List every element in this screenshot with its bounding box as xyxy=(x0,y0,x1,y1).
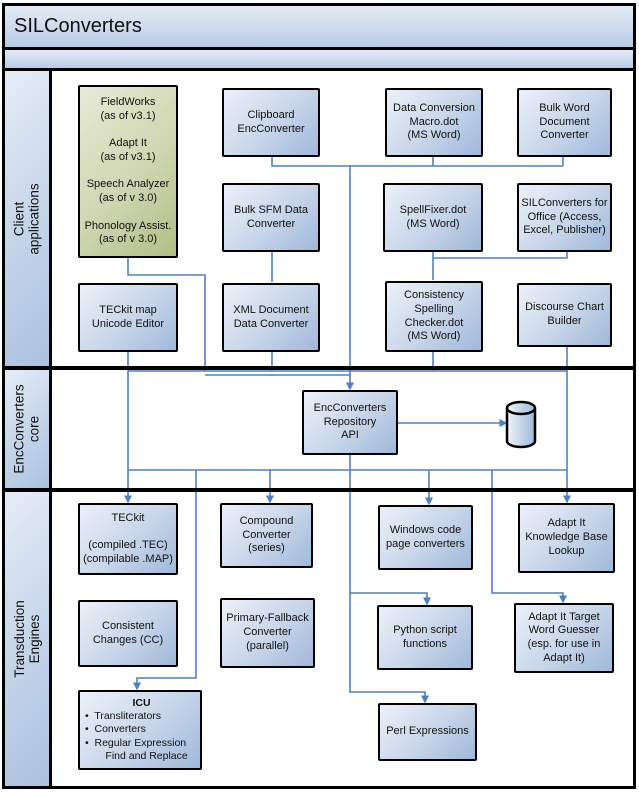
node-label: SILConverters for Office (Access, Excel,… xyxy=(521,196,608,237)
node-silconverters-for-office: SILConverters for Office (Access, Excel,… xyxy=(517,183,612,252)
node-label: Python script functions xyxy=(393,623,457,650)
node-icu: ICU • Transliterators • Converters • Reg… xyxy=(78,690,202,770)
node-data-conversion-macro: Data Conversion Macro.dot (MS Word) xyxy=(385,88,483,157)
section-label-text: Client applications xyxy=(12,183,43,255)
node-teckit-engine: TECkit (compiled .TEC) (compilable .MAP) xyxy=(78,503,178,575)
node-label: Windows code page converters xyxy=(386,523,465,550)
node-adaptit-target-word-guesser: Adapt It Target Word Guesser (esp. for u… xyxy=(514,603,614,673)
section-label-client-applications: Client applications xyxy=(2,68,52,370)
node-primary-fallback-converter: Primary-Fallback Converter (parallel) xyxy=(220,598,315,668)
node-label: Data Conversion Macro.dot (MS Word) xyxy=(393,101,475,142)
node-label: Consistent Changes (CC) xyxy=(92,619,164,646)
node-label: XML Document Data Converter xyxy=(233,303,309,330)
node-consistent-changes: Consistent Changes (CC) xyxy=(78,600,178,667)
section-label-transduction-engines: Transduction Engines xyxy=(2,488,52,789)
node-spellfixer: SpellFixer.dot (MS Word) xyxy=(383,183,483,252)
node-adaptit-knowledge-base-lookup: Adapt It Knowledge Base Lookup xyxy=(518,503,615,573)
node-integrated-client-apps: FieldWorks (as of v3.1) Adapt It (as of … xyxy=(78,85,178,258)
node-label: Compound Converter (series) xyxy=(239,514,294,555)
node-label: Adapt It Target Word Guesser (esp. for u… xyxy=(527,610,601,664)
node-compound-converter: Compound Converter (series) xyxy=(220,503,313,568)
node-label: Consistency Spelling Checker.dot (MS Wor… xyxy=(404,289,464,343)
node-label: FieldWorks (as of v3.1) Adapt It (as of … xyxy=(84,95,172,246)
node-python-script-functions: Python script functions xyxy=(377,605,473,670)
node-perl-expressions: Perl Expressions xyxy=(378,703,477,761)
node-title: ICU xyxy=(132,697,151,710)
section-label-text: EncConverters core xyxy=(12,384,43,474)
node-label: Bulk SFM Data Converter xyxy=(234,203,308,230)
node-encconverters-repository-api: EncConverters Repository API xyxy=(302,390,398,455)
node-bulk-word-document-converter: Bulk Word Document Converter xyxy=(517,88,612,157)
node-teckit-map-unicode-editor: TECkit map Unicode Editor xyxy=(78,283,178,352)
node-label: TECkit map Unicode Editor xyxy=(91,303,165,330)
node-clipboard-encconverter: Clipboard EncConverter xyxy=(222,88,320,157)
node-xml-document-data-converter: XML Document Data Converter xyxy=(222,283,320,352)
node-label: Discourse Chart Builder xyxy=(525,301,604,327)
node-label: Bulk Word Document Converter xyxy=(539,101,590,142)
node-label: SpellFixer.dot (MS Word) xyxy=(399,203,467,230)
node-label: Perl Expressions xyxy=(386,725,469,738)
node-bullet-list: • Transliterators • Converters • Regular… xyxy=(85,710,188,762)
diagram-title: SILConverters xyxy=(14,15,142,37)
node-label: Clipboard EncConverter xyxy=(237,108,305,135)
node-bulk-sfm-data-converter: Bulk SFM Data Converter xyxy=(222,183,320,252)
section-label-encconverters-core: EncConverters core xyxy=(2,366,52,492)
node-windows-code-page-converters: Windows code page converters xyxy=(378,505,473,570)
diagram-title-bar: SILConverters xyxy=(2,3,636,50)
node-label: Adapt It Knowledge Base Lookup xyxy=(525,517,608,557)
node-label: TECkit (compiled .TEC) (compilable .MAP) xyxy=(83,511,173,565)
node-label: EncConverters Repository API xyxy=(313,401,387,442)
section-divider-client-core xyxy=(2,366,636,370)
node-discourse-chart-builder: Discourse Chart Builder xyxy=(517,283,612,347)
section-divider-core-engines xyxy=(2,488,636,492)
node-label: Primary-Fallback Converter (parallel) xyxy=(226,612,309,652)
section-label-text: Transduction Engines xyxy=(12,599,43,678)
node-consistency-spelling-checker: Consistency Spelling Checker.dot (MS Wor… xyxy=(385,281,483,352)
